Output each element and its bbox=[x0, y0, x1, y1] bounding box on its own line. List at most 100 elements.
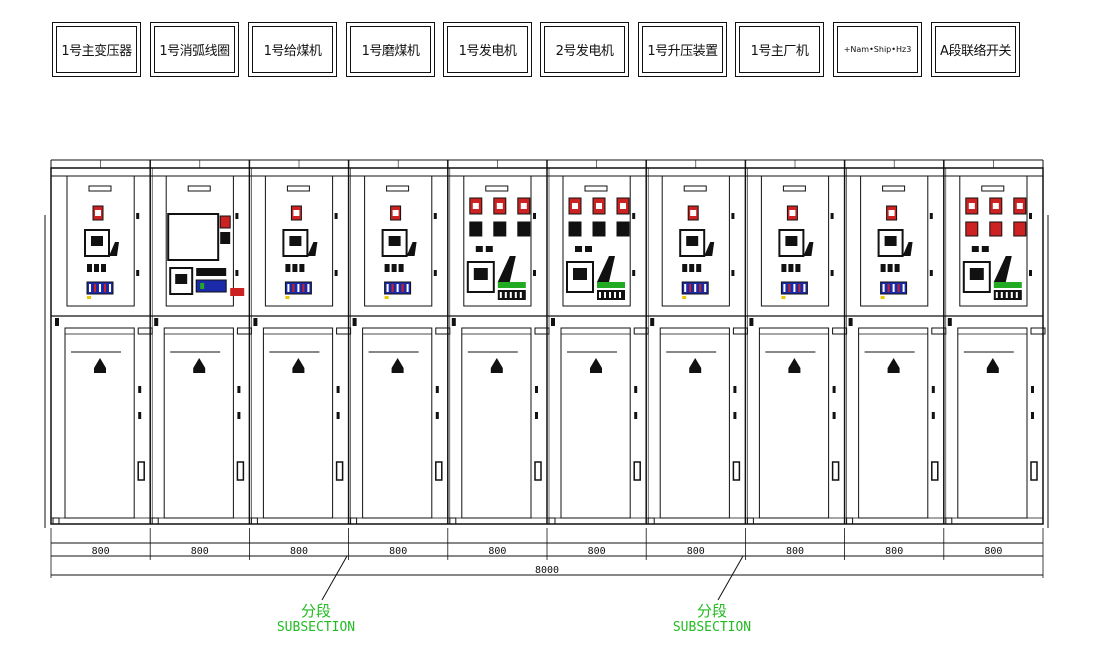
terminal-marker bbox=[781, 296, 786, 299]
frame-bolt bbox=[749, 318, 754, 326]
meter-face bbox=[785, 236, 798, 246]
pushbutton bbox=[384, 264, 390, 272]
warning-triangle bbox=[193, 358, 206, 368]
hinge bbox=[138, 412, 142, 419]
plinth-foot bbox=[449, 517, 457, 525]
switch-lever bbox=[109, 242, 119, 256]
warning-triangle bbox=[887, 358, 900, 368]
indicator bbox=[469, 221, 483, 237]
green-bar bbox=[597, 282, 625, 288]
meter-box bbox=[679, 229, 706, 257]
cabinet-label-8[interactable]: 1号主厂机 bbox=[735, 22, 824, 77]
hinge bbox=[634, 412, 638, 419]
cabinet-label-9[interactable]: +Nam•Ship•Hz3 bbox=[833, 22, 922, 77]
pushbutton bbox=[94, 264, 99, 272]
cabinet-label-3[interactable]: 1号给煤机 bbox=[248, 22, 337, 77]
cabinet-label-text: 1号升压装置 bbox=[642, 26, 723, 73]
terminal-slot bbox=[689, 284, 692, 292]
plinth-foot bbox=[548, 517, 556, 525]
cabinet-8 bbox=[744, 160, 848, 525]
terminal-slot bbox=[902, 284, 905, 292]
subsection-cn-label: 分段 bbox=[300, 602, 331, 620]
dim-width-label: 800 bbox=[488, 546, 506, 557]
terminal-slot bbox=[406, 284, 409, 292]
cabinet-label-2[interactable]: 1号消弧线圈 bbox=[150, 22, 239, 77]
pushbutton bbox=[398, 264, 404, 272]
meter-box bbox=[877, 229, 904, 257]
cabinet-label-6[interactable]: 2号发电机 bbox=[540, 22, 629, 77]
cabinet-label-text: 1号消弧线圈 bbox=[154, 26, 235, 73]
cabinet-label-1[interactable]: 1号主变压器 bbox=[52, 22, 141, 77]
warning-triangle bbox=[391, 358, 404, 368]
green-bar bbox=[993, 282, 1022, 288]
hinge bbox=[533, 270, 536, 276]
indicator bbox=[989, 221, 1003, 237]
indicator-window bbox=[572, 203, 578, 209]
subsection-en-label: SUBSECTION bbox=[672, 620, 752, 635]
pushbutton bbox=[485, 246, 493, 252]
cabinet-2 bbox=[149, 160, 252, 525]
warning-base bbox=[490, 368, 503, 373]
pushbutton bbox=[682, 264, 688, 272]
pushbutton bbox=[781, 264, 787, 272]
cabinet-5 bbox=[447, 160, 550, 525]
annotation-leaders bbox=[321, 555, 744, 601]
breaker-door bbox=[262, 327, 334, 519]
plinth-foot bbox=[945, 517, 953, 525]
terminal-slot bbox=[1015, 292, 1018, 298]
meter-face bbox=[884, 236, 897, 246]
pushbutton bbox=[894, 264, 900, 272]
subsection-annotation-2: 分段 SUBSECTION bbox=[658, 602, 766, 636]
terminal-marker bbox=[87, 296, 91, 299]
hinge bbox=[237, 412, 241, 419]
frame-bolt bbox=[551, 318, 555, 326]
door-handle bbox=[137, 461, 145, 481]
relay-door bbox=[66, 175, 135, 307]
relay-door bbox=[860, 175, 929, 307]
cabinet-label-7[interactable]: 1号升压装置 bbox=[638, 22, 727, 77]
dim-width-label: 800 bbox=[389, 546, 407, 557]
terminal-slot bbox=[684, 284, 687, 292]
indicator bbox=[592, 221, 606, 237]
indicator bbox=[568, 221, 582, 237]
plinth-foot bbox=[647, 517, 655, 525]
door-handle bbox=[236, 461, 245, 481]
hinge bbox=[733, 386, 737, 393]
pushbutton bbox=[880, 264, 886, 272]
red-bar bbox=[230, 288, 245, 296]
cabinet-7 bbox=[645, 160, 748, 525]
hinge bbox=[235, 213, 239, 219]
hinge bbox=[433, 270, 437, 276]
warning-triangle bbox=[689, 358, 702, 368]
meter-face bbox=[91, 236, 103, 246]
meter-box bbox=[84, 229, 110, 257]
meter-box bbox=[778, 229, 805, 257]
cabinet-label-4[interactable]: 1号磨煤机 bbox=[346, 22, 435, 77]
terminal-slot bbox=[302, 284, 305, 292]
relay-door bbox=[760, 175, 830, 307]
hinge bbox=[731, 213, 735, 219]
cabinet-label-10[interactable]: A段联络开关 bbox=[931, 22, 1020, 77]
hinge bbox=[830, 213, 834, 219]
button-bank bbox=[196, 268, 227, 276]
hinge bbox=[929, 270, 933, 276]
terminal-slot bbox=[509, 292, 512, 298]
frame-bolt bbox=[352, 318, 357, 326]
terminal-slot bbox=[599, 292, 601, 298]
indicator-window bbox=[992, 203, 999, 209]
frame-bolt bbox=[154, 318, 159, 326]
cabinet-6 bbox=[546, 160, 649, 525]
switch-lever bbox=[993, 256, 1012, 282]
terminal-slot bbox=[99, 284, 101, 292]
warning-base bbox=[94, 368, 106, 373]
dim-width-label: 800 bbox=[588, 546, 606, 557]
hinge bbox=[632, 270, 636, 276]
switch-lever bbox=[307, 242, 318, 256]
subsection-cn-label: 分段 bbox=[696, 602, 727, 620]
warning-triangle bbox=[986, 358, 999, 368]
hinge bbox=[435, 412, 439, 419]
warning-triangle bbox=[94, 358, 106, 368]
terminal-slot bbox=[297, 284, 300, 292]
cabinet-label-5[interactable]: 1号发电机 bbox=[443, 22, 532, 77]
terminal-slot bbox=[798, 284, 801, 292]
